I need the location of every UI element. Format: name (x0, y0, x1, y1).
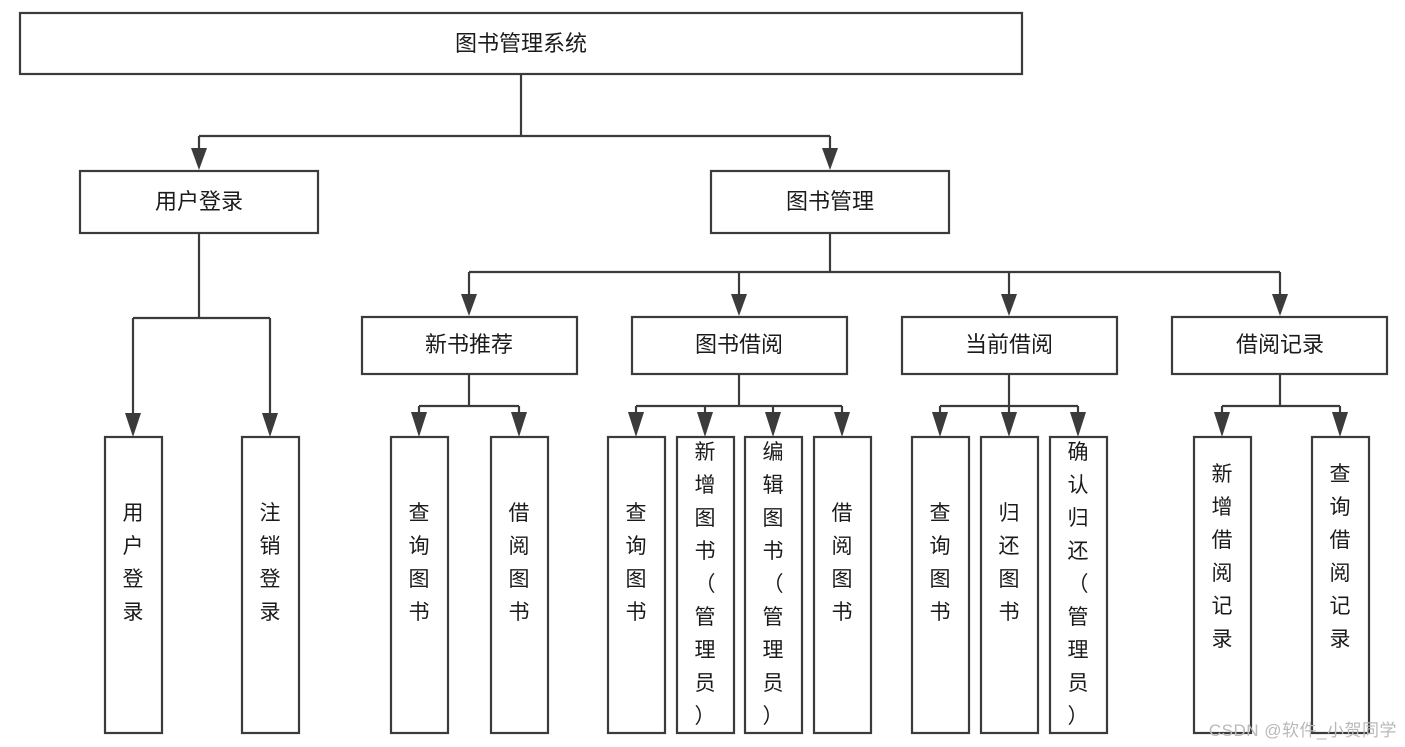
node-current-borrow[interactable]: 当前借阅 (900, 315, 1119, 376)
leaf-borrow-record-1-box[interactable] (1310, 435, 1371, 735)
arrow-newbook-1 (511, 412, 527, 437)
leaf-new-book-1-label: 借阅图书 (509, 502, 530, 624)
node-current-borrow-label: 当前借阅 (965, 332, 1053, 357)
arrow-bookborrow-0 (628, 412, 644, 437)
leaf-current-borrow-2[interactable]: 确认归还（管理员） (1048, 435, 1109, 735)
arrow-bookborrow-3 (834, 412, 850, 437)
leaf-book-borrow-2-box[interactable] (743, 435, 804, 735)
arrow-bookborrow-1 (697, 412, 713, 437)
node-borrow-record[interactable]: 借阅记录 (1170, 315, 1389, 376)
leaf-user-login-0-box[interactable] (103, 435, 164, 735)
leaf-user-login-1-box[interactable] (240, 435, 301, 735)
node-borrow-record-label: 借阅记录 (1236, 332, 1324, 357)
node-new-book-recommend-box[interactable] (360, 315, 579, 376)
leaf-current-borrow-0[interactable]: 查询图书 (910, 435, 971, 735)
csdn-watermark: CSDN @软件_小贺同学 (1208, 721, 1397, 740)
node-borrow-record-box[interactable] (1170, 315, 1389, 376)
arrow-currentborrow-0 (932, 412, 948, 437)
leaf-borrow-record-1-label: 查询借阅记录 (1330, 463, 1351, 651)
leaf-new-book-0[interactable]: 查询图书 (389, 435, 450, 735)
arrow-level1-0 (191, 148, 207, 170)
arrow-userlogin-0 (125, 413, 141, 437)
leaf-new-book-0-box[interactable] (389, 435, 450, 735)
leaf-borrow-record-0[interactable]: 新增借阅记录 (1192, 435, 1253, 735)
arrow-level2-1 (731, 294, 747, 316)
node-book-management-box[interactable] (709, 169, 951, 235)
arrow-currentborrow-2 (1070, 412, 1086, 437)
leaf-current-borrow-2-label: 确认归还（管理员） (1068, 441, 1089, 728)
node-user-login[interactable]: 用户登录 (78, 169, 320, 235)
leaf-book-borrow-0-box[interactable] (606, 435, 667, 735)
node-new-book-recommend-label: 新书推荐 (425, 332, 513, 357)
node-book-management-label: 图书管理 (786, 189, 874, 214)
arrow-borrowrecord-1 (1332, 412, 1348, 437)
leaf-user-login-0-label: 用户登录 (123, 502, 144, 624)
node-root-box[interactable] (18, 11, 1024, 76)
leaf-book-borrow-1-box[interactable] (675, 435, 736, 735)
leaf-book-borrow-2[interactable]: 编辑图书（管理员） (743, 435, 804, 735)
node-book-borrow-label: 图书借阅 (695, 332, 783, 357)
leaf-book-borrow-3-label: 借阅图书 (832, 502, 853, 624)
arrow-level2-0 (461, 294, 477, 316)
leaf-user-login-0[interactable]: 用户登录 (103, 435, 164, 735)
arrow-level2-3 (1272, 294, 1288, 316)
leaf-borrow-record-0-label: 新增借阅记录 (1212, 463, 1233, 651)
leaf-book-borrow-3[interactable]: 借阅图书 (812, 435, 873, 735)
arrow-bookborrow-2 (765, 412, 781, 437)
arrow-borrowrecord-0 (1214, 412, 1230, 437)
arrow-level2-2 (1001, 294, 1017, 316)
arrow-currentborrow-1 (1001, 412, 1017, 437)
leaf-book-borrow-3-box[interactable] (812, 435, 873, 735)
leaf-user-login-1-label: 注销登录 (260, 502, 281, 624)
leaf-current-borrow-2-box[interactable] (1048, 435, 1109, 735)
leaf-book-borrow-0-label: 查询图书 (626, 502, 647, 624)
leaf-current-borrow-0-label: 查询图书 (930, 502, 951, 624)
node-root-label: 图书管理系统 (455, 31, 587, 56)
connector-layer (125, 75, 1348, 437)
leaf-book-borrow-1[interactable]: 新增图书（管理员） (675, 435, 736, 735)
node-new-book-recommend[interactable]: 新书推荐 (360, 315, 579, 376)
leaf-book-borrow-2-label: 编辑图书（管理员） (763, 441, 784, 728)
leaf-current-borrow-1-box[interactable] (979, 435, 1040, 735)
leaf-new-book-1[interactable]: 借阅图书 (489, 435, 550, 735)
node-user-login-label: 用户登录 (155, 189, 243, 214)
arrow-newbook-0 (411, 412, 427, 437)
node-root[interactable]: 图书管理系统 (18, 11, 1024, 76)
leaf-current-borrow-1[interactable]: 归还图书 (979, 435, 1040, 735)
arrow-userlogin-1 (262, 413, 278, 437)
leaf-book-borrow-1-label: 新增图书（管理员） (695, 441, 716, 728)
leaf-current-borrow-1-label: 归还图书 (999, 502, 1020, 624)
node-book-borrow[interactable]: 图书借阅 (630, 315, 849, 376)
leaf-borrow-record-0-box[interactable] (1192, 435, 1253, 735)
leaf-current-borrow-0-box[interactable] (910, 435, 971, 735)
leaf-user-login-1[interactable]: 注销登录 (240, 435, 301, 735)
leaf-book-borrow-0[interactable]: 查询图书 (606, 435, 667, 735)
node-user-login-box[interactable] (78, 169, 320, 235)
node-book-borrow-box[interactable] (630, 315, 849, 376)
node-current-borrow-box[interactable] (900, 315, 1119, 376)
node-book-management[interactable]: 图书管理 (709, 169, 951, 235)
leaf-new-book-0-label: 查询图书 (409, 502, 430, 624)
arrow-level1-1 (822, 148, 838, 170)
leaf-borrow-record-1[interactable]: 查询借阅记录 (1310, 435, 1371, 735)
leaf-new-book-1-box[interactable] (489, 435, 550, 735)
